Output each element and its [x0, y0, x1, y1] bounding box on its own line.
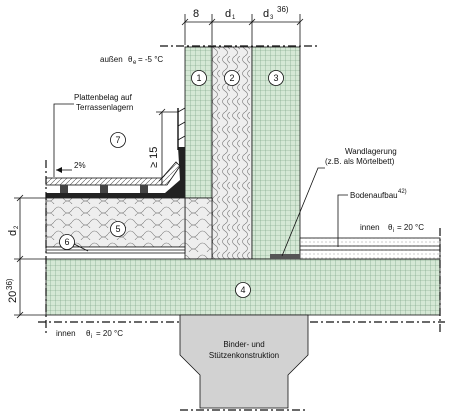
inside-right-theta-sub: i	[393, 228, 394, 234]
svg-text:7: 7	[115, 135, 120, 145]
terrace-waterproofing	[46, 193, 185, 198]
svg-text:3: 3	[273, 73, 278, 83]
svg-text:2%: 2%	[74, 161, 86, 170]
dimension-20-note: 36)	[5, 278, 14, 290]
outside-theta-sub: e	[133, 60, 137, 66]
dimension-8: 8	[193, 8, 199, 20]
dimension-d3-note: 36)	[277, 5, 289, 14]
outside-temperature: = -5 °C	[138, 55, 163, 64]
marker-1: 1	[191, 70, 207, 86]
dimension-20: 20	[7, 291, 19, 303]
wall-flashing	[177, 107, 186, 150]
svg-text:1: 1	[196, 73, 201, 83]
inside-bottom-label: innen	[56, 329, 76, 338]
inside-right-temperature: = 20 °C	[397, 223, 424, 232]
terrace-plates	[45, 177, 163, 186]
svg-text:2: 2	[229, 73, 234, 83]
terrace-supports	[60, 185, 148, 193]
inside-bottom-temperature: = 20 °C	[96, 329, 123, 338]
top-dimension-chain: 8 d 1 d 3 36)	[181, 5, 304, 45]
terrace-plate-edge	[161, 161, 181, 186]
upturn-dimension	[156, 108, 178, 182]
wall-bearing	[270, 254, 300, 259]
plattenbelag-label-2: Terrassenlagern	[76, 103, 133, 112]
dimension-d2-sub: 2	[14, 225, 20, 229]
dimension-d1: d	[225, 8, 231, 20]
inside-right-theta: θ	[388, 223, 393, 232]
bodenaufbau-note: 42)	[398, 189, 407, 195]
inside-bottom-theta-sub: i	[91, 334, 92, 340]
dimension-d2: d	[7, 230, 19, 236]
wandlagerung-label-1: Wandlagerung	[345, 147, 397, 156]
svg-text:6: 6	[64, 237, 69, 247]
plattenbelag-leader	[53, 103, 74, 177]
outside-theta: θ	[128, 55, 133, 64]
wall-base-insulation	[184, 197, 213, 260]
wandlagerung-label-2: (z.B. als Mörtelbett)	[325, 157, 395, 166]
svg-text:4: 4	[240, 285, 245, 295]
marker-2: 2	[224, 70, 240, 86]
dimension-d1-sub: 1	[232, 15, 236, 21]
marker-7: 7	[110, 132, 126, 148]
slope-indicator: 2%	[56, 161, 86, 173]
dimension-d3: d	[263, 8, 269, 20]
wall-layer-concrete	[184, 46, 213, 199]
svg-text:5: 5	[115, 224, 120, 234]
wandlagerung-leader	[281, 167, 325, 257]
waterproofing-upturn	[165, 147, 185, 198]
bodenaufbau-label: Bodenaufbau	[350, 191, 398, 200]
marker-5: 5	[110, 221, 126, 237]
outside-label: außen	[100, 55, 123, 64]
left-dimension-chain	[14, 194, 46, 319]
marker-3: 3	[268, 70, 284, 86]
column-label-1: Binder- und	[223, 340, 264, 349]
bodenaufbau-leader	[337, 194, 348, 247]
marker-4: 4	[235, 282, 251, 298]
inner-floor-buildup	[299, 237, 441, 260]
dimension-d3-sub: 3	[270, 15, 274, 21]
marker-6: 6	[59, 234, 89, 252]
column-label-2: Stützenkonstruktion	[209, 351, 279, 360]
inside-bottom-theta: θ	[86, 329, 91, 338]
support-column	[179, 314, 309, 409]
inside-right-label: innen	[360, 223, 380, 232]
plattenbelag-label-1: Plattenbelag auf	[74, 93, 133, 102]
dimension-ge15: ≥ 15	[148, 147, 160, 168]
